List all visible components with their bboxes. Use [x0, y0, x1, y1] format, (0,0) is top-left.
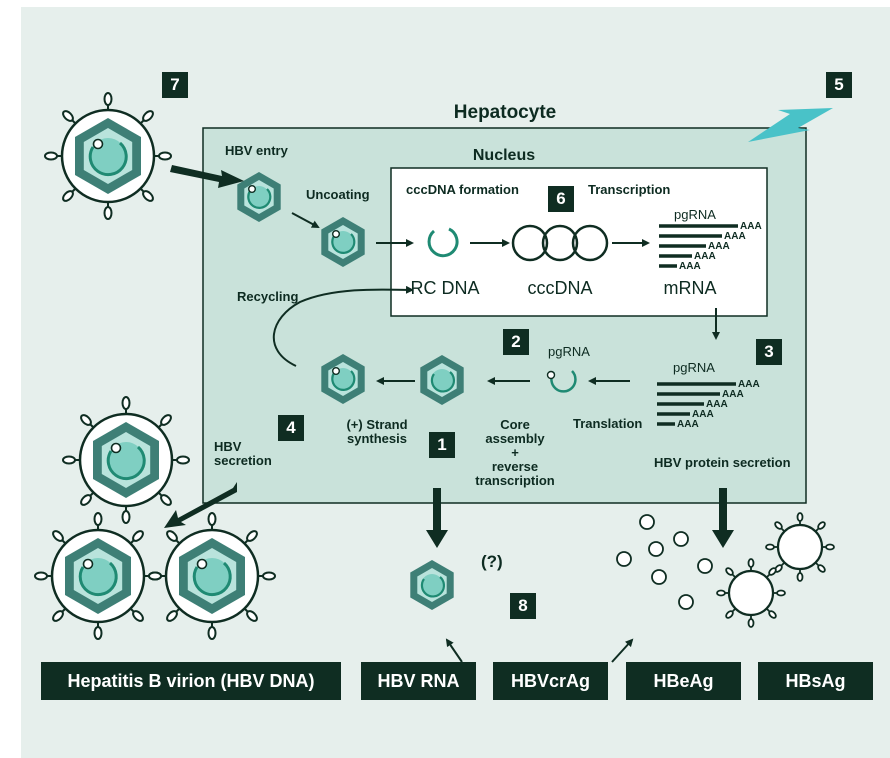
step-number-5: 5 [826, 72, 852, 98]
pgrna-coil [546, 370, 577, 393]
translation-label: Translation [573, 416, 643, 431]
assembled-capsid [420, 355, 464, 405]
step-number-2: 2 [503, 329, 529, 355]
secreted-virion-top [61, 395, 191, 525]
mrna-bars-cytoplasm [657, 382, 736, 426]
protein-secretion-label: HBV protein secretion [654, 455, 791, 470]
secreted-virion-right [147, 511, 277, 641]
poly-a-label: AAA [740, 221, 762, 232]
uncertain-label: (?) [481, 552, 503, 571]
process-arrows [272, 212, 720, 663]
marker-hbv-rna: HBV RNA [361, 662, 476, 700]
pgrna-label-nucleus: pgRNA [674, 207, 716, 222]
cccdna-label: cccDNA [527, 278, 593, 298]
step-number-3: 3 [756, 339, 782, 365]
step-number-7: 7 [162, 72, 188, 98]
thick-arrows [164, 165, 734, 548]
uncoating-label: Uncoating [306, 187, 370, 202]
rna-capsid [410, 560, 454, 610]
secreted-virion-left [33, 511, 163, 641]
lightning-icon [748, 108, 833, 142]
cccdna-formation-label: cccDNA formation [406, 182, 519, 197]
poly-a-label: AAA [708, 241, 730, 252]
mrna-label: mRNA [663, 278, 717, 298]
step-number-4: 4 [278, 415, 304, 441]
hepatocyte-title: Hepatocyte [453, 102, 557, 123]
rc-dna-label: RC DNA [410, 278, 480, 298]
marker-hbv-dna: Hepatitis B virion (HBV DNA) [41, 662, 341, 700]
recycling-label: Recycling [237, 289, 299, 304]
core-assembly-label: Core assembly + reverse transcription [475, 417, 555, 488]
marker-hbeag: HBeAg [626, 662, 741, 700]
strand-synthesis-label: (+) Strand synthesis [346, 417, 408, 446]
pgrna-label-cytoplasm: pgRNA [673, 360, 715, 375]
mrna-bars-nucleus [659, 224, 738, 268]
poly-a-label: AAA [724, 231, 746, 242]
poly-a-label: AAA [692, 409, 714, 420]
hbv-secretion-label: HBV secretion [214, 439, 272, 468]
step-number-8: 8 [510, 593, 536, 619]
incoming-virion [43, 91, 173, 221]
rc-dna-circle [427, 227, 459, 258]
step-number-6: 6 [548, 186, 574, 212]
hbv-entry-label: HBV entry [225, 143, 288, 158]
step-number-1: 1 [429, 432, 455, 458]
nucleus-box [390, 167, 768, 317]
hbsag-particle-bottom [715, 557, 787, 629]
marker-hbvcrag: HBVcrAg [493, 662, 608, 700]
poly-a-label: AAA [738, 379, 760, 390]
poly-a-label: AAA [679, 261, 701, 272]
hbeag-particles [616, 514, 713, 610]
cccdna-rings [511, 224, 609, 262]
poly-a-label: AAA [677, 419, 699, 430]
pgrna-label-coil: pgRNA [548, 344, 590, 359]
marker-hbsag: HBsAg [758, 662, 873, 700]
transcription-label: Transcription [588, 182, 671, 197]
nucleus-title: Nucleus [472, 147, 536, 164]
poly-a-label: AAA [706, 399, 728, 410]
poly-a-label: AAA [722, 389, 744, 400]
poly-a-label: AAA [694, 251, 716, 262]
